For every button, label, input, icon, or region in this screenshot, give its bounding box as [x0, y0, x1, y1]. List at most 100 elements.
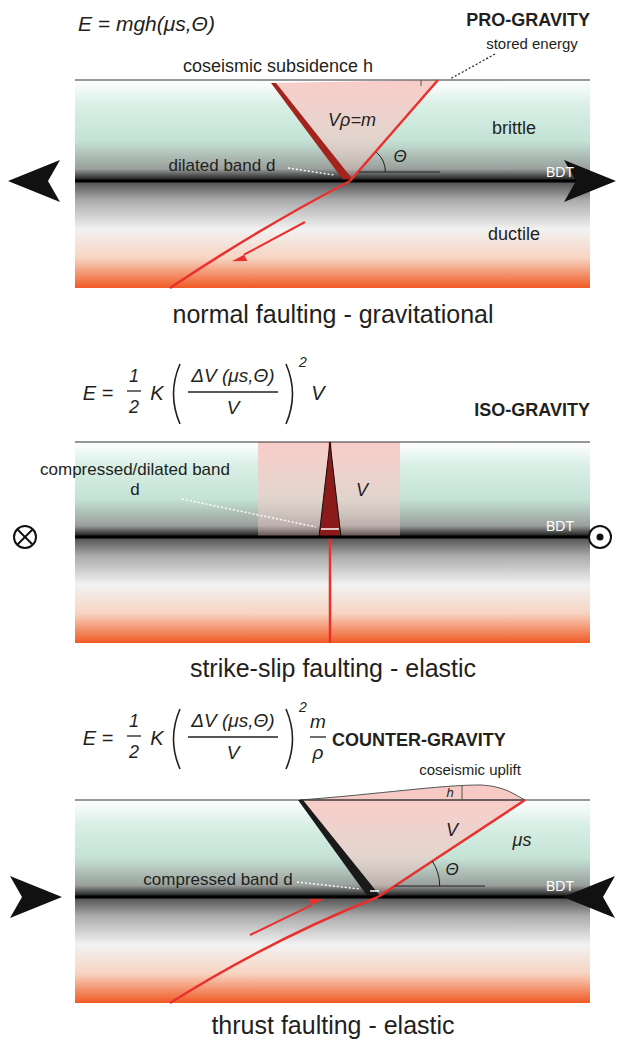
into-page-circle: [14, 526, 36, 548]
into-page-symbol: [14, 526, 36, 548]
bdt-line: [75, 896, 590, 899]
angle-reference: [359, 172, 440, 173]
compression-arrow: [10, 876, 62, 918]
compressed-band: [298, 800, 381, 897]
fraction-bar: [188, 391, 278, 392]
fraction-bar: [310, 736, 326, 737]
regime-heading: ISO-GRAVITY: [474, 400, 590, 421]
friction-label: μs: [513, 830, 532, 851]
uplift-label: h: [446, 786, 453, 801]
band-width-marker: [370, 890, 379, 892]
fraction-bar: [188, 736, 278, 737]
ground-surface: [75, 79, 590, 80]
hanging-wall-wedge: [272, 80, 438, 181]
formula-term: K: [150, 727, 163, 750]
fraction-bar: [127, 735, 141, 736]
uplift-tick: [462, 786, 463, 800]
volume-label: Vρ=m: [328, 110, 376, 131]
layer-label: ductile: [488, 224, 540, 245]
formula-term: m: [310, 711, 326, 733]
bdt-label: BDT: [546, 878, 574, 894]
regime-heading: PRO-GRAVITY: [466, 10, 590, 31]
bdt-line: [75, 180, 590, 183]
callout-label: coseismic uplift: [419, 761, 521, 778]
formula-term: V: [227, 397, 240, 419]
slip-arrowhead: [309, 899, 325, 905]
fault-line: [170, 897, 378, 1003]
parenthesis: [286, 364, 293, 424]
callout-label: compressed/dilated band d: [40, 460, 230, 499]
angle-label: Θ: [445, 860, 458, 880]
formula-exponent: 2: [299, 354, 307, 370]
leader-line: [450, 54, 495, 79]
formula-term: ΔV (μs,Θ): [191, 710, 274, 732]
out-of-page-circle: [589, 526, 611, 548]
angle-arc: [432, 861, 439, 886]
callout-label: compressed band d: [143, 870, 292, 890]
into-page-cross: [18, 530, 33, 545]
formula-term: E =: [83, 727, 114, 750]
slip-arrowhead: [232, 255, 248, 262]
subsidence-tick: [421, 80, 422, 86]
panel-caption: normal faulting - gravitational: [173, 300, 494, 329]
leader-line: [182, 499, 316, 527]
panel-caption: strike-slip faulting - elastic: [190, 654, 476, 683]
regime-heading: COUNTER-GRAVITY: [332, 730, 506, 751]
energy-formula: E = mgh(μs,Θ): [78, 12, 215, 36]
formula-term: E =: [83, 382, 114, 405]
formula-term: 1: [129, 366, 139, 387]
leader-line: [297, 882, 360, 889]
formula-term: K: [150, 382, 163, 405]
coseismic-uplift-bump: [300, 785, 525, 800]
callout-label: stored energy: [486, 35, 578, 52]
layer-label: brittle: [492, 118, 536, 139]
angle-arc: [376, 152, 385, 172]
out-of-page-dot: [597, 534, 604, 541]
compressed-dilated-band: [319, 442, 341, 537]
slip-arrow: [244, 222, 305, 255]
ground-surface: [75, 441, 590, 442]
formula-term: V: [227, 742, 240, 764]
ground-surface: [75, 799, 590, 800]
formula-term: 1: [129, 711, 139, 732]
fault-line: [170, 181, 350, 288]
leader-line: [288, 168, 334, 175]
formula-term: ΔV (μs,Θ): [191, 365, 274, 387]
bdt-label: BDT: [546, 164, 574, 180]
ductile-layer: [75, 181, 590, 288]
volume-label: V: [356, 480, 368, 501]
formula-exponent: 2: [299, 699, 307, 715]
formula-term: 2: [129, 397, 139, 418]
fault-line: [350, 80, 438, 181]
brittle-layer: [75, 80, 590, 181]
formula-term: ρ: [313, 742, 324, 764]
bdt-label: BDT: [546, 518, 574, 534]
ductile-layer: [75, 537, 590, 643]
band-width-marker: [321, 528, 339, 530]
formula-term: V: [311, 382, 324, 405]
fault-line: [378, 800, 525, 897]
fraction-bar: [127, 390, 141, 391]
parenthesis: [174, 364, 181, 424]
parenthesis: [286, 709, 293, 769]
callout-label: coseismic subsidence h: [183, 56, 373, 77]
strained-volume: [258, 442, 400, 537]
panel-caption: thrust faulting - elastic: [211, 1011, 454, 1040]
ductile-layer: [75, 897, 590, 1003]
extension-arrow: [8, 160, 60, 202]
bdt-line: [75, 536, 590, 539]
callout-label: dilated band d: [169, 156, 276, 176]
brittle-layer: [75, 800, 590, 897]
formula-term: 2: [129, 742, 139, 763]
volume-label: V: [446, 820, 458, 841]
parenthesis: [174, 709, 181, 769]
angle-label: Θ: [393, 147, 406, 167]
brittle-layer: [75, 442, 590, 537]
slip-arrow: [250, 905, 312, 935]
out-of-page-symbol: [589, 526, 611, 548]
into-page-cross: [18, 530, 33, 545]
dilated-band: [271, 83, 354, 181]
